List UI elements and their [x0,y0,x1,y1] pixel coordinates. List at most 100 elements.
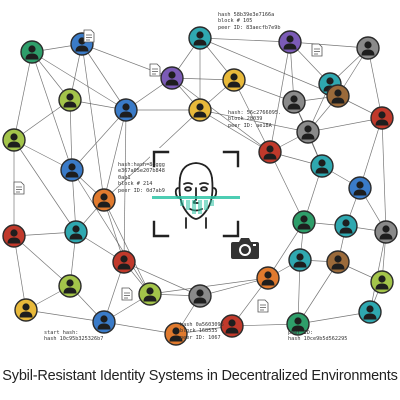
camera-icon [231,238,259,259]
network-edge [199,109,309,133]
user-icon [22,303,30,311]
document-icons [13,29,323,313]
face-scan-icon [150,148,242,240]
user-icon [168,71,176,79]
network-edge [71,169,151,295]
network-nodes [2,26,398,346]
network-edge [81,43,127,111]
user-icon [230,73,238,81]
network-edge [31,51,73,171]
network-edge [103,109,127,201]
hash-label-mid-right: hash: 56c2766095. block 28039 peer ID: a… [228,110,282,129]
peer-node [258,140,282,164]
peer-node [326,84,350,108]
user-icon [326,77,334,85]
user-icon [334,89,342,97]
hash-label-bottom-mid: hash 0a5603096 block 168535 peer ID: 106… [180,322,224,341]
user-icon [120,255,128,263]
network-edge [289,41,369,49]
network-edge [269,41,291,153]
user-icon [72,225,80,233]
network-edge [13,235,71,287]
network-edge [149,277,269,295]
user-icon [290,95,298,103]
peer-node [288,248,312,272]
peer-node [14,298,38,322]
peer-node [356,36,380,60]
user-icon [264,271,272,279]
network-edge [269,151,305,223]
user-icon [228,319,236,327]
user-icon [378,111,386,119]
hash-label-top-right: hash 58b39e3e7166a block # 105 peer ID: … [218,12,281,31]
peer-node [188,26,212,50]
network-edge [13,51,33,141]
user-icon [382,225,390,233]
user-icon [364,41,372,49]
network-edge [71,109,127,171]
user-icon [296,253,304,261]
network-edge [367,47,383,119]
document-icon [121,287,133,301]
peer-node [310,154,334,178]
user-icon [100,315,108,323]
peer-node [220,314,244,338]
document-icon [311,43,323,57]
user-icon [68,163,76,171]
diagram-caption: Sybil-Resistant Identity Systems in Dece… [2,368,398,384]
user-icon [10,229,18,237]
user-icon [28,45,36,53]
network-edge [171,77,271,153]
network-edge [13,139,77,233]
peer-node [64,220,88,244]
user-icon [266,145,274,153]
user-icon [196,289,204,297]
user-icon [196,31,204,39]
network-edge [199,109,271,153]
peer-node [222,68,246,92]
peer-node [256,266,280,290]
peer-node [92,310,116,334]
document-icon [149,63,161,77]
peer-node [348,176,372,200]
peer-node [114,98,138,122]
peer-node [2,128,26,152]
peer-node [2,224,26,248]
user-icon [66,93,74,101]
peer-node [92,188,116,212]
user-icon [366,305,374,313]
user-icon [286,35,294,43]
peer-node [20,40,44,64]
user-icon [172,327,180,335]
peer-node [296,120,320,144]
peer-node [286,312,310,336]
network-edge [307,117,383,133]
user-icon [304,125,312,133]
user-icon [66,279,74,287]
network-edge [13,235,27,311]
user-icon [334,255,342,263]
peer-node [278,30,302,54]
peer-node [326,250,350,274]
hash-label-bottom-left: start hash: hash 10c95b325326b7 [44,330,104,343]
peer-node [374,220,398,244]
network-edge [81,43,105,201]
user-icon [356,181,364,189]
peer-node [60,158,84,182]
network-edge [123,109,127,263]
user-icon [100,193,108,201]
network-edge [25,309,105,323]
network-edge [199,37,291,43]
peer-node [292,210,316,234]
user-icon [294,317,302,325]
network-edge [103,321,177,335]
user-icon [342,219,350,227]
peer-node [58,88,82,112]
hash-label-left: hash:hash=8dggg e367a05e207b848 0ab1 blo… [118,162,165,194]
document-icon [13,181,25,195]
network-edge [233,79,271,153]
peer-node [112,250,136,274]
document-icon [83,29,95,43]
peer-node [188,284,212,308]
